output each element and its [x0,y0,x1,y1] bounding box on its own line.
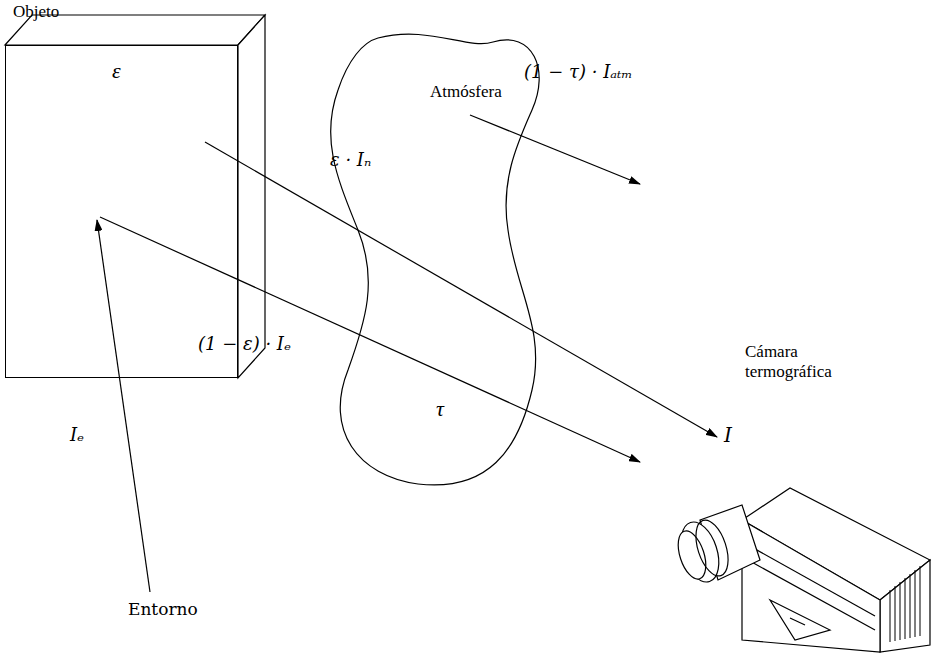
vent-line [920,566,921,636]
atmosphere-cloud: Atmósfera τ [318,30,548,490]
received-label: I [724,424,732,447]
object-box: Objetoε [5,45,238,378]
transmissivity-symbol: τ [436,396,444,421]
camera-groove [748,545,875,616]
emissivity-symbol: ε [112,58,121,83]
camera-label: Cámara termográfica [745,342,867,381]
camera-side [742,520,880,652]
cloud-path [331,34,540,485]
vent-line [910,574,911,638]
camera-mark [790,618,805,625]
vent-line [890,590,891,642]
camera-groove [748,560,875,630]
reflected-ray [100,217,640,462]
object-heading: Objeto [13,2,59,22]
radiation-rays [97,115,717,592]
emitted-label: ε · Iₙ [330,150,371,171]
camera-node: Cámara termográfica [675,488,933,653]
vent-line [915,570,916,637]
lens-ring [690,516,735,580]
thermal-camera [673,488,930,652]
object-faces [5,15,265,378]
atmosphere-label: (1 − τ) · Iₐₜₘ [524,62,633,83]
vent-line [895,586,896,641]
camera-vents [890,566,920,642]
camera-back [880,560,930,652]
reflected-label: (1 − ε) · Iₑ [198,334,291,355]
lens-glass [673,528,711,583]
atmosphere-heading: Atmósfera [430,82,502,102]
vent-line [905,578,906,639]
ambient-label: Iₑ [70,425,84,446]
camera-grip [770,600,830,640]
emitted-ray [205,142,717,437]
ambient-ray [97,220,150,592]
vent-line [900,582,901,640]
environment-label: Entorno [128,600,198,620]
atmosphere-ray [470,115,640,184]
